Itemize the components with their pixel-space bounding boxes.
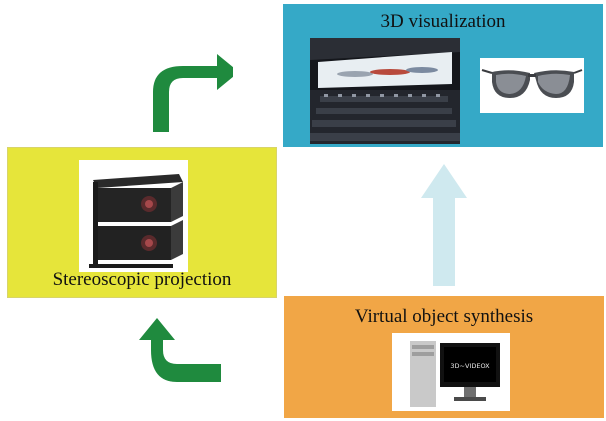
3d-visualization-label: 3D visualization [380,11,506,32]
stereoscopic-projection-label: Stereoscopic projection [52,269,232,290]
stereoscopic-projection-panel: Stereoscopic projection [7,147,277,298]
monitor-screen-text: 3D~VIDEOX [450,362,490,370]
virtual-object-synthesis-panel: Virtual object synthesis 3D~VIDEOX [284,296,604,418]
3d-visualization-panel: 3D visualization [283,4,603,147]
curved-arrow-to-visualization [153,52,233,134]
3d-glasses-image [480,58,584,113]
computer-image: 3D~VIDEOX [392,333,510,411]
theater-image [310,38,460,144]
curved-arrow-shape [153,54,233,132]
curved-arrow-shape [139,318,221,382]
projector-image [79,160,188,272]
up-arrow-to-visualization [419,162,469,288]
curved-arrow-to-projection [137,312,227,382]
virtual-object-synthesis-label: Virtual object synthesis [354,306,534,327]
up-arrow-shape [421,164,467,286]
